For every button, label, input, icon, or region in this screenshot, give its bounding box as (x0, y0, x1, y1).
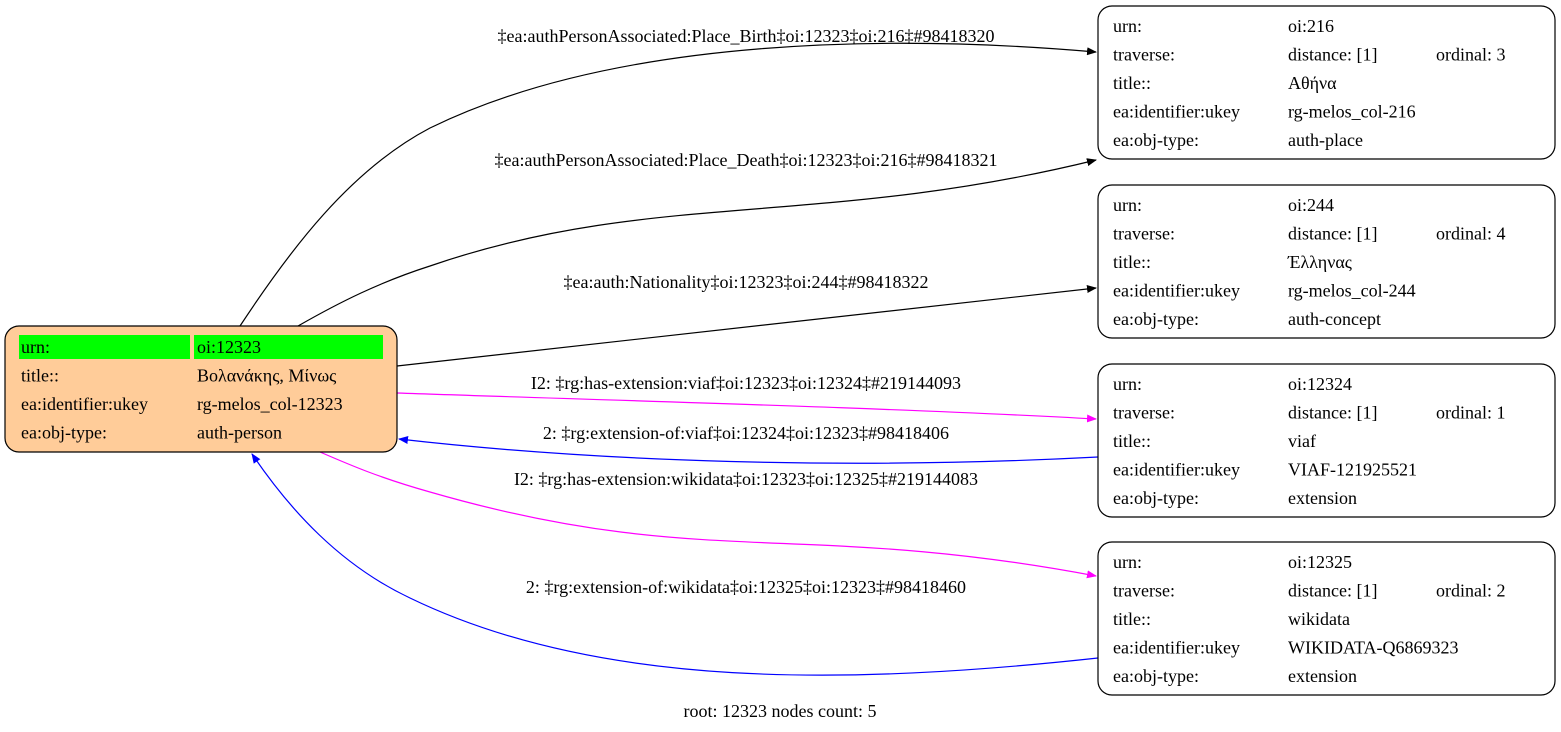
node-row-key: title:: (1113, 431, 1151, 451)
node-row-value: VIAF-121925521 (1288, 460, 1417, 480)
node-box (1097, 184, 1556, 339)
node-row-key: ea:identifier:ukey (1113, 638, 1240, 658)
node-row-key: traverse: (1113, 403, 1175, 423)
root-row-key: ea:obj-type: (21, 423, 107, 443)
node-row-key: title:: (1113, 252, 1151, 272)
edge-label: 2: ‡rg:extension-of:viaf‡oi:12324‡oi:123… (543, 423, 949, 443)
node-row-value: auth-place (1288, 130, 1363, 150)
node-row-key: traverse: (1113, 224, 1175, 244)
node-row-value: oi:12325 (1288, 552, 1352, 572)
node-row-key: traverse: (1113, 45, 1175, 65)
node-row-value: Αθήνα (1288, 73, 1337, 93)
node-oi-244[interactable]: urn: oi:244 traverse: distance: [1] ordinal:… (1097, 184, 1556, 339)
edge-2 (297, 158, 1097, 327)
edge-5 (398, 436, 1099, 464)
node-row-key: title:: (1113, 73, 1151, 93)
node-ordinal: ordinal: 2 (1436, 581, 1506, 601)
node-row-value: distance: [1] (1288, 403, 1377, 423)
node-box (1097, 5, 1556, 160)
node-row-value: distance: [1] (1288, 224, 1377, 244)
node-row-key: ea:identifier:ukey (1113, 460, 1240, 480)
node-row-key: title:: (1113, 609, 1151, 629)
edge-7 (251, 453, 1099, 676)
node-row-value: wikidata (1288, 609, 1350, 629)
urn-highlight (19, 335, 190, 359)
node-row-key: traverse: (1113, 581, 1175, 601)
node-ordinal: ordinal: 1 (1436, 403, 1506, 423)
node-row-value: rg-melos_col-244 (1288, 281, 1416, 301)
root-row-key: title:: (21, 366, 59, 386)
root-row-key: urn: (21, 337, 50, 357)
node-row-value: distance: [1] (1288, 581, 1377, 601)
root-row-value: oi:12323 (197, 337, 261, 357)
root-row-value: rg-melos_col-12323 (197, 394, 343, 414)
node-row-key: urn: (1113, 374, 1142, 394)
edge-3 (396, 285, 1097, 367)
edge-label: ‡ea:authPersonAssociated:Place_Death‡oi:… (495, 150, 998, 170)
node-row-value: Έλληνας (1287, 252, 1352, 272)
graph-footer: root: 12323 nodes count: 5 (684, 701, 877, 721)
root-row-value: auth-person (197, 423, 282, 443)
node-row-key: ea:identifier:ukey (1113, 281, 1240, 301)
root-row-value: Βολανάκης, Μίνως (197, 366, 336, 386)
node-row-key: urn: (1113, 552, 1142, 572)
node-row-key: urn: (1113, 16, 1142, 36)
node-row-key: ea:obj-type: (1113, 666, 1199, 686)
node-row-value: oi:244 (1288, 195, 1334, 215)
node-row-key: ea:obj-type: (1113, 309, 1199, 329)
node-row-value: viaf (1288, 431, 1316, 451)
edge-6 (319, 451, 1097, 579)
node-row-value: extension (1288, 488, 1357, 508)
edge-4 (396, 392, 1097, 423)
node-row-key: ea:identifier:ukey (1113, 102, 1240, 122)
edge-label: ‡ea:authPersonAssociated:Place_Birth‡oi:… (498, 26, 995, 46)
node-row-value: oi:12324 (1288, 374, 1352, 394)
node-oi-216[interactable]: urn: oi:216 traverse: distance: [1] ordinal:… (1097, 5, 1556, 160)
edge-label: I2: ‡rg:has-extension:viaf‡oi:12323‡oi:1… (531, 373, 961, 393)
urn-value-highlight (194, 335, 383, 359)
node-oi-12324[interactable]: urn: oi:12324 traverse: distance: [1] ordina… (1097, 363, 1556, 518)
edge-label: I2: ‡rg:has-extension:wikidata‡oi:12323‡… (514, 469, 978, 489)
root-row-key: ea:identifier:ukey (21, 394, 148, 414)
node-ordinal: ordinal: 4 (1436, 224, 1506, 244)
node-oi-12325[interactable]: urn: oi:12325 traverse: distance: [1] ordina… (1097, 541, 1556, 696)
node-box (1097, 541, 1556, 696)
node-row-key: ea:obj-type: (1113, 130, 1199, 150)
node-row-value: WIKIDATA-Q6869323 (1288, 638, 1459, 658)
node-row-value: rg-melos_col-216 (1288, 102, 1416, 122)
node-row-key: ea:obj-type: (1113, 488, 1199, 508)
node-row-value: auth-concept (1288, 309, 1381, 329)
node-row-value: extension (1288, 666, 1357, 686)
node-row-value: oi:216 (1288, 16, 1334, 36)
edge-1 (239, 42, 1097, 327)
node-row-key: urn: (1113, 195, 1142, 215)
node-ordinal: ordinal: 3 (1436, 45, 1506, 65)
edge-label: ‡ea:auth:Nationality‡oi:12323‡oi:244‡#98… (564, 272, 929, 292)
node-row-value: distance: [1] (1288, 45, 1377, 65)
edge-label: 2: ‡rg:extension-of:wikidata‡oi:12325‡oi… (526, 577, 966, 597)
node-box (1097, 363, 1556, 518)
